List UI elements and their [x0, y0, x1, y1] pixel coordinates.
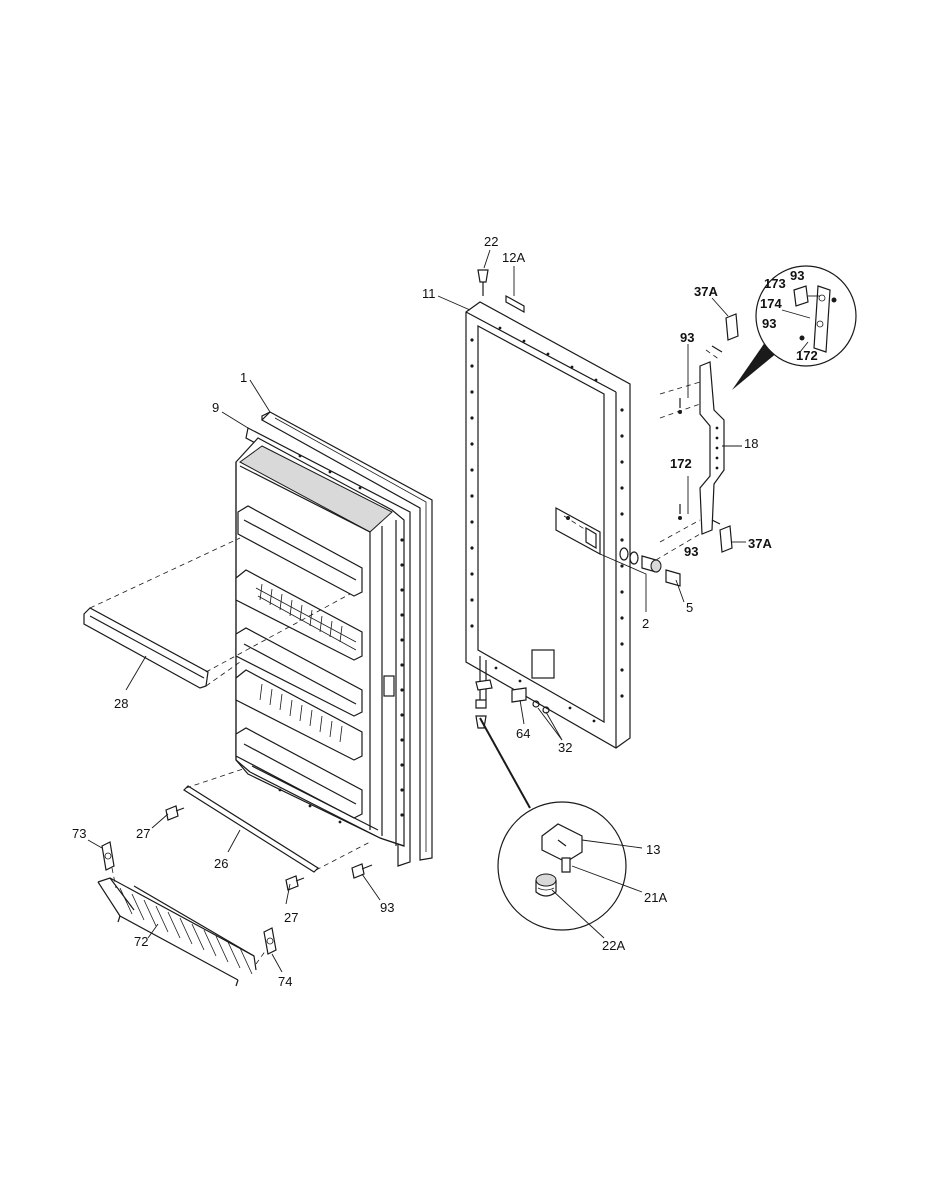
label-part-74: 74 — [278, 974, 292, 989]
label-part-2: 2 — [642, 616, 649, 631]
screw-27-lower — [285, 875, 305, 891]
label-part-27-lower: 27 — [284, 910, 298, 925]
label-part-22: 22 — [484, 234, 498, 249]
label-part-13: 13 — [646, 842, 660, 857]
label-part-73: 73 — [72, 826, 86, 841]
label-part-11: 11 — [422, 286, 436, 301]
label-part-27-upper: 27 — [136, 826, 150, 841]
handle-assembly — [655, 265, 857, 561]
label-part-172-detail: 172 — [796, 348, 818, 363]
label-part-64: 64 — [516, 726, 530, 741]
label-part-93-detail-upper: 93 — [790, 268, 804, 283]
label-part-72: 72 — [134, 934, 148, 949]
wire-basket — [97, 877, 257, 987]
label-part-174: 174 — [760, 296, 782, 311]
label-part-37a-upper: 37A — [694, 284, 718, 299]
label-part-32: 32 — [558, 740, 572, 755]
label-part-22a: 22A — [602, 938, 625, 953]
label-part-37a-lower: 37A — [748, 536, 772, 551]
label-part-5: 5 — [686, 600, 693, 615]
leader-lines — [87, 249, 809, 973]
lower-hinge-detail — [479, 717, 627, 931]
label-part-172-handle: 172 — [670, 456, 692, 471]
label-part-93-handle-upper: 93 — [680, 330, 694, 345]
label-part-93-detail-lower: 93 — [762, 316, 776, 331]
door-outer-panel — [465, 269, 681, 749]
label-part-93-liner: 93 — [380, 900, 394, 915]
panel-screw-holes — [470, 326, 624, 723]
rack-bars-upper — [259, 583, 343, 643]
label-part-18: 18 — [744, 436, 758, 451]
label-part-173: 173 — [764, 276, 786, 291]
screw-93-liner — [351, 863, 373, 879]
label-part-26: 26 — [214, 856, 228, 871]
screw-27-upper — [165, 805, 185, 821]
bottom-hinge-parts — [475, 656, 550, 729]
label-part-21a: 21A — [644, 890, 667, 905]
handle-holes — [715, 426, 719, 470]
label-part-28: 28 — [114, 696, 128, 711]
hinge-detail-magnified — [781, 285, 837, 353]
part-labels: 1 9 28 27 26 27 93 73 72 74 22 12A 11 37… — [72, 234, 818, 989]
label-part-12a: 12A — [502, 250, 525, 265]
door-liner-assembly — [83, 411, 433, 987]
liner-screw-holes — [278, 454, 404, 824]
screw-22 — [477, 269, 489, 296]
rack-bars-lower — [259, 683, 343, 743]
label-part-9: 9 — [212, 400, 219, 415]
label-part-1: 1 — [240, 370, 247, 385]
label-part-93-handle-lower: 93 — [684, 544, 698, 559]
